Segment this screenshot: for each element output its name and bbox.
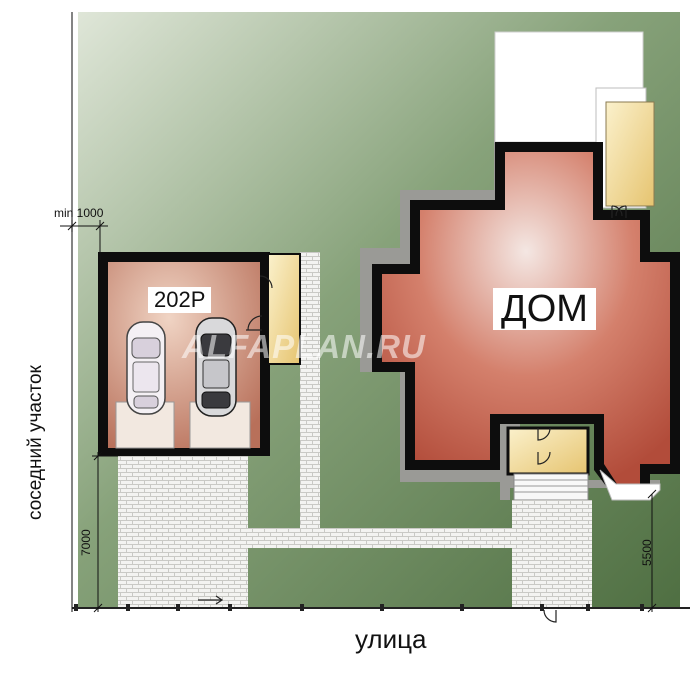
house-setback-dimension: 5500 [640,539,654,566]
watermark: ALFAPLAN.RU [182,328,426,365]
side-setback-dimension: min 1000 [54,206,104,220]
fence-posts [74,604,644,611]
car-left-icon [126,321,166,415]
dimension-5500-line [647,489,657,613]
house-trim [599,469,661,501]
dimension-min-1000-line [60,220,108,260]
car-right-icon [195,317,237,417]
path-vertical [300,252,320,548]
garage-annex [267,253,301,365]
entrance-steps [513,473,589,501]
neighbor-plot-label: соседний участок [25,365,46,520]
back-door-icon [611,205,627,218]
gate-icon [543,609,557,623]
garage-door-icon [246,275,273,331]
entrance-door-icon [537,427,551,465]
entrance-step-lines [514,479,588,493]
garage-setback-dimension: 7000 [79,529,93,556]
street-label: улица [355,624,427,654]
dimension-7000-line [92,451,118,613]
driveway-gate-arrow-icon [198,595,224,605]
driveway [118,454,248,608]
path-horizontal [248,528,512,548]
garage-code-label: 202Р [148,287,212,313]
house-label: ДОМ [493,288,596,330]
back-porch [605,101,655,207]
entrance-walk [512,500,592,608]
